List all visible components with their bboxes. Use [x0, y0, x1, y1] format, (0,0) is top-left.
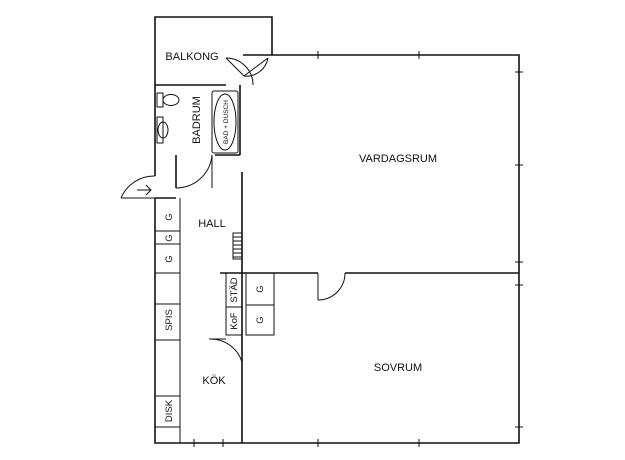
window-ticks — [193, 51, 523, 447]
cabinet-g-2: G — [255, 316, 266, 323]
cabinet-g-1: G — [255, 285, 266, 292]
sovrum-label: SOVRUM — [374, 362, 422, 374]
storage-cabinets: STÄD KoF G G — [225, 272, 275, 336]
sink-icon — [157, 121, 169, 139]
balcony: BALKONG — [155, 51, 269, 86]
vardagsrum-label: VARDAGSRUM — [359, 153, 437, 165]
badrum-label: BADRUM — [191, 96, 203, 144]
bad-dusch-label: BAD + DUSCH — [223, 100, 230, 144]
toilet-icon — [162, 94, 180, 106]
wardrobe-g-3: G — [164, 255, 175, 262]
bathroom: BAD + DUSCH BADRUM — [156, 85, 241, 189]
entrance-door — [120, 175, 176, 199]
balkong-label: BALKONG — [165, 51, 218, 63]
bathtub-icon — [211, 90, 239, 154]
kof-label: KoF — [229, 312, 240, 330]
wardrobe-g-1: G — [164, 213, 175, 220]
toilet-tank — [156, 92, 164, 108]
stad-label: STÄD — [229, 277, 240, 302]
spis-label: SPIS — [164, 309, 175, 331]
outer-walls — [154, 16, 520, 444]
wardrobe-g-2: G — [164, 234, 175, 241]
panel-icon — [232, 232, 243, 260]
kok-label: KÖK — [202, 375, 226, 387]
hall: HALL — [198, 218, 243, 260]
interior-walls — [220, 172, 519, 443]
kitchen-door: KÖK — [202, 338, 243, 387]
hall-label: HALL — [198, 218, 226, 230]
disk-label: DISK — [164, 399, 175, 422]
hall-wardrobes: G G G SPIS DISK — [155, 198, 181, 443]
